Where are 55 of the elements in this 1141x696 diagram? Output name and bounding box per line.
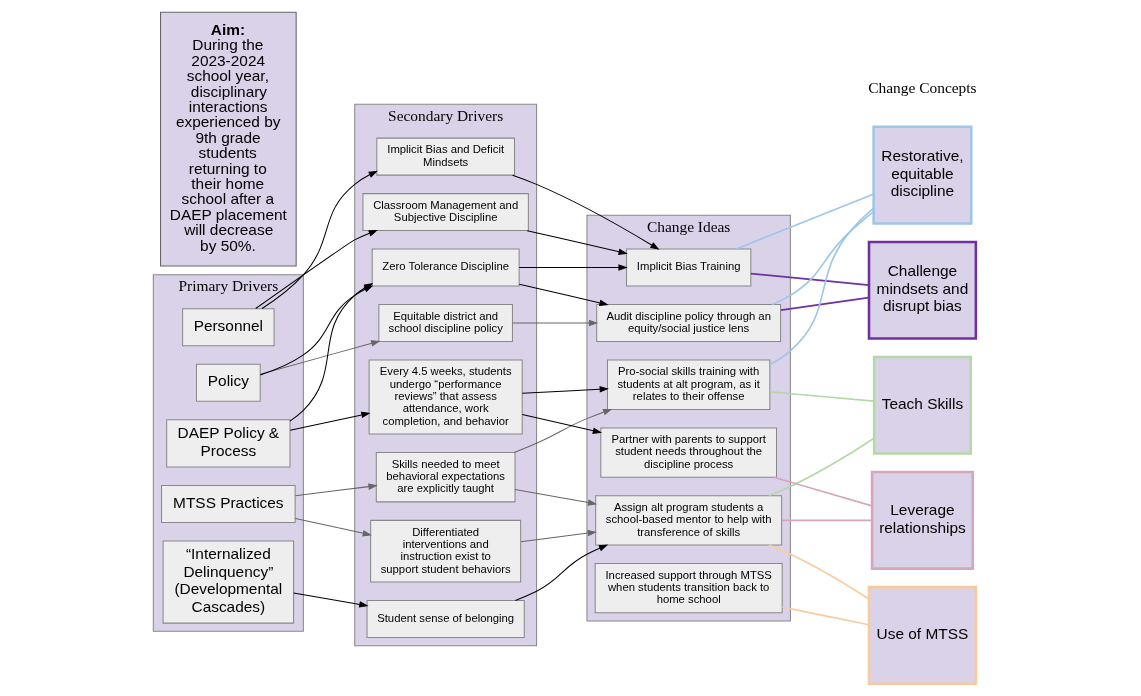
node-box: Zero Tolerance Discipline xyxy=(371,248,520,287)
node-box: Increased support through MTSS when students transition back to home school xyxy=(594,563,783,614)
arrow xyxy=(512,319,599,327)
node-box: Restorative, equitable discipline xyxy=(872,125,973,225)
node-box: Skills needed to meet behavioral expectations are explicitly taught xyxy=(375,452,516,503)
node-box: Student sense of belonging xyxy=(366,600,525,638)
connector xyxy=(781,606,870,626)
arrow xyxy=(514,488,598,506)
arrow xyxy=(521,413,603,434)
arrow xyxy=(514,544,609,601)
node-box: Every 4.5 weeks, students undergo “performance reviews” that assess attendance, work completion, and behavior xyxy=(368,359,523,435)
node-box: Pro-social skills training with students at alt program, as it relates to their offense xyxy=(606,359,771,410)
node-box: Classroom Management and Subjective Discipline xyxy=(362,193,529,232)
node-box: Implicit Bias and Deficit Mindsets xyxy=(376,137,515,176)
node-box: Audit discipline policy through an equity/social justice lens xyxy=(596,304,782,343)
node-box: Teach Skills xyxy=(872,355,972,455)
node-box: “Internalized Delinquency” (Developmental Cascades) xyxy=(162,540,295,624)
node-box: Policy xyxy=(195,363,261,402)
node-box: MTSS Practices xyxy=(161,484,296,523)
connector xyxy=(769,207,875,366)
arrow xyxy=(289,411,371,431)
node-box: Equitable district and school discipline policy xyxy=(378,304,513,343)
node-box: Use of MTSS xyxy=(867,585,978,686)
label: Change Concepts xyxy=(868,79,977,97)
node-box: Leverage relationships xyxy=(870,470,975,570)
connector xyxy=(768,544,870,600)
arrow xyxy=(521,386,609,394)
node-box: Personnel xyxy=(182,308,275,347)
arrow xyxy=(518,264,628,271)
connector xyxy=(735,193,875,250)
connector xyxy=(750,272,870,286)
connector xyxy=(769,391,875,402)
arrow xyxy=(255,230,378,310)
node-box: Differentiated interventions and instruction exist to support student behaviors xyxy=(370,519,522,583)
node-box: Aim: During the 2023-2024 school year, disciplinary interactions experienced by 9th grade students returning to their home school after a DAEP placement will decrease by 50%. xyxy=(160,11,297,267)
node-box: Partner with parents to support student needs throughout the discipline process xyxy=(600,427,778,478)
arrow xyxy=(518,283,609,306)
connector xyxy=(771,210,875,306)
node-box: Assign alt program students a school-based mentor to help with transference of skills xyxy=(595,495,783,546)
arrow xyxy=(261,170,378,310)
arrow xyxy=(294,483,378,497)
node-box: DAEP Policy & Process xyxy=(166,419,291,468)
arrow xyxy=(512,174,660,250)
arrow xyxy=(259,340,381,375)
arrow xyxy=(293,592,369,608)
connector xyxy=(781,519,873,522)
connector xyxy=(780,296,870,311)
arrow xyxy=(526,230,628,255)
arrow xyxy=(513,408,613,454)
connector xyxy=(773,476,873,507)
node-box: Implicit Bias Training xyxy=(626,248,752,287)
node-box: Challenge mindsets and disrupt bias xyxy=(867,240,978,340)
arrow xyxy=(294,517,372,537)
connector xyxy=(768,437,875,497)
arrow xyxy=(520,529,597,543)
